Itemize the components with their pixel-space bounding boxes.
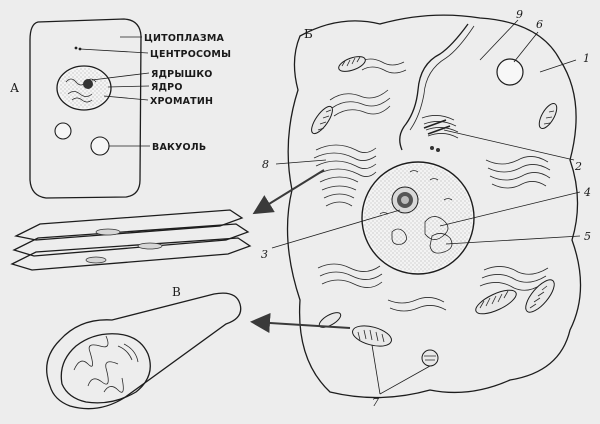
arrow-to-mitochondrion xyxy=(250,313,351,333)
label-b-9: 9 xyxy=(516,8,523,21)
cell-b xyxy=(271,14,582,399)
label-b-7: 7 xyxy=(372,396,379,409)
centrosome-a xyxy=(74,46,82,51)
label-b-3: 3 xyxy=(261,248,268,261)
endoplasmic-reticulum-left xyxy=(313,144,377,207)
panel-label-a: А xyxy=(10,81,19,95)
label-nucleolus: ЯДРЫШКО xyxy=(151,69,213,80)
mitochondrion-cross-section xyxy=(421,349,439,367)
mitochondrion-top-left xyxy=(338,56,366,72)
endoplasmic-reticulum-bottom xyxy=(317,263,447,312)
label-chromatin: ХРОМАТИН xyxy=(150,96,213,107)
centrioles xyxy=(423,119,451,152)
mitochondrion-bottom-right xyxy=(475,289,517,315)
mitochondrion-left xyxy=(311,105,333,135)
panel-label-b: Б xyxy=(304,27,313,41)
mitochondrion-cutaway xyxy=(46,292,242,410)
nucleolus-b xyxy=(391,186,419,214)
er-stack xyxy=(10,209,252,271)
label-vacuole: ВАКУОЛЬ xyxy=(152,142,206,153)
arrow-to-er xyxy=(252,169,325,215)
label-centrosome: ЦЕНТРОСОМЫ xyxy=(150,49,231,60)
label-b-8: 8 xyxy=(262,158,269,171)
cell-a xyxy=(29,18,150,199)
nucleolus-a xyxy=(83,79,93,89)
panel-label-c: В xyxy=(172,285,181,299)
label-b-6: 6 xyxy=(536,18,543,31)
vacuole-b xyxy=(496,58,524,86)
mitochondrion-right xyxy=(525,279,555,313)
label-b-4: 4 xyxy=(583,186,591,199)
endoplasmic-reticulum-right xyxy=(479,156,551,291)
mitochondrion-bottom xyxy=(352,325,392,347)
label-b-1: 1 xyxy=(583,52,590,65)
label-b-5: 5 xyxy=(584,230,591,243)
label-nucleus: ЯДРО xyxy=(151,82,183,93)
vacuole-a-right xyxy=(90,136,110,156)
mitochondrion-right-upper xyxy=(538,103,558,129)
label-cytoplasm: ЦИТОПЛАЗМА xyxy=(144,33,225,44)
endoplasmic-reticulum-top xyxy=(329,58,407,117)
vacuole-a-left xyxy=(54,122,72,140)
label-b-2: 2 xyxy=(574,160,582,173)
